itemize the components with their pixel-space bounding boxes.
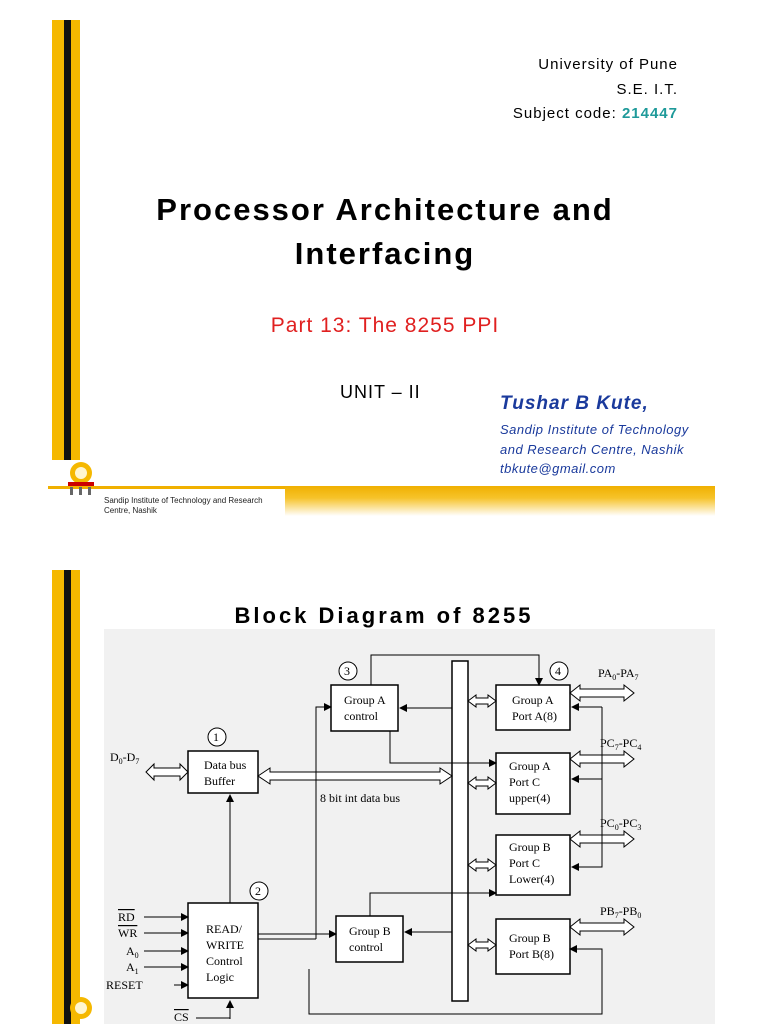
cs-label: CS bbox=[174, 1010, 189, 1024]
block-diagram-8255: Data bus Buffer READ/ WRITE Control Logi… bbox=[104, 629, 715, 1024]
rw-label-2: WRITE bbox=[206, 938, 244, 952]
marker-1: 1 bbox=[207, 727, 227, 747]
port-cu-label-1: Group A bbox=[509, 759, 551, 773]
port-a-label-1: Group A bbox=[512, 693, 554, 707]
port-cl-label-3: Lower(4) bbox=[509, 872, 554, 886]
port-a-block bbox=[495, 684, 571, 731]
a1-label: A1 bbox=[126, 960, 139, 976]
marker-2-text: 2 bbox=[255, 884, 261, 898]
unit-label: UNIT – II bbox=[340, 382, 421, 402]
a0-label: A0 bbox=[126, 944, 139, 960]
port-cl-label-2: Port C bbox=[509, 856, 540, 870]
wr-label: WR bbox=[118, 926, 137, 940]
port-a-label-2: Port A(8) bbox=[512, 709, 557, 723]
data-bus-arrow bbox=[145, 762, 189, 782]
pb-label: PB7-PB0 bbox=[600, 904, 641, 920]
slide-block-diagram: Block Diagram of 8255 Data bus Buffer RE… bbox=[0, 565, 768, 1024]
group-a-control-block bbox=[330, 684, 399, 732]
data-bus-buffer-label-2: Buffer bbox=[204, 774, 235, 788]
institute-logo bbox=[68, 462, 94, 495]
university-name: University of Pune bbox=[538, 56, 678, 73]
gb-control-label-1: Group B bbox=[349, 924, 391, 938]
port-cu-label-2: Port C bbox=[509, 775, 540, 789]
left-accent-stripe bbox=[64, 20, 71, 460]
port-b-label-1: Group B bbox=[509, 931, 551, 945]
internal-data-bus-arrow bbox=[257, 767, 453, 785]
slide-gap bbox=[0, 525, 768, 565]
subject-code-value: 214447 bbox=[621, 105, 678, 122]
author-email: tbkute@gmail.com bbox=[500, 461, 616, 476]
rw-label-4: Logic bbox=[206, 970, 234, 984]
marker-4-text: 4 bbox=[555, 664, 561, 678]
marker-3-text: 3 bbox=[344, 664, 350, 678]
port-cu-label-3: upper(4) bbox=[509, 791, 550, 805]
d-label: D0-D7 bbox=[110, 750, 139, 766]
rd-label: RD bbox=[118, 910, 135, 924]
author-affiliation-2: and Research Centre, Nashik bbox=[500, 442, 685, 457]
title-line-2: Interfacing bbox=[294, 236, 476, 271]
subject-code: Subject code: 214447 bbox=[513, 105, 678, 122]
footer-line-1: Sandip Institute of Technology and Resea… bbox=[104, 496, 263, 505]
title-line-1: Processor Architecture and bbox=[156, 192, 614, 227]
slide-title: University of Pune S.E. I.T. Subject cod… bbox=[48, 20, 715, 516]
footer-institute: Sandip Institute of Technology and Resea… bbox=[104, 496, 284, 516]
port-b-label-2: Port B(8) bbox=[509, 947, 554, 961]
author-affiliation-1: Sandip Institute of Technology bbox=[500, 422, 689, 437]
left-accent-stripe bbox=[64, 570, 71, 1024]
rw-label-1: READ/ bbox=[206, 922, 243, 936]
group-b-control-block bbox=[335, 915, 404, 963]
data-bus-buffer-label-1: Data bus bbox=[204, 758, 247, 772]
marker-4: 4 bbox=[549, 661, 569, 681]
bus-port-arrows bbox=[467, 694, 497, 952]
part-subtitle: Part 13: The 8255 PPI bbox=[270, 314, 500, 337]
port-cl-label-1: Group B bbox=[509, 840, 551, 854]
course-name: S.E. I.T. bbox=[616, 81, 678, 98]
marker-3: 3 bbox=[338, 661, 358, 681]
author-name: Tushar B Kute, bbox=[500, 393, 649, 414]
gb-control-label-2: control bbox=[349, 940, 384, 954]
presentation-title: Processor Architecture and Interfacing bbox=[120, 188, 650, 276]
institute-logo bbox=[70, 997, 92, 1019]
footer-accent-bar bbox=[285, 486, 715, 516]
ga-control-label-1: Group A bbox=[344, 693, 386, 707]
footer-line-2: Centre, Nashik bbox=[104, 506, 157, 515]
internal-bus-label: 8 bit int data bus bbox=[320, 791, 400, 805]
rw-label-3: Control bbox=[206, 954, 243, 968]
pc-lower-label: PC0-PC3 bbox=[600, 816, 641, 832]
subject-code-label: Subject code: bbox=[512, 105, 622, 122]
slide-title: Block Diagram of 8255 bbox=[234, 603, 534, 628]
reset-label: RESET bbox=[106, 978, 143, 992]
marker-2: 2 bbox=[249, 881, 269, 901]
pa-label: PA0-PA7 bbox=[598, 666, 638, 682]
data-bus-buffer-block bbox=[187, 750, 259, 794]
internal-bus-bar bbox=[451, 660, 469, 1002]
marker-1-text: 1 bbox=[213, 730, 219, 744]
ga-control-label-2: control bbox=[344, 709, 379, 723]
pc-upper-label: PC7-PC4 bbox=[600, 736, 641, 752]
